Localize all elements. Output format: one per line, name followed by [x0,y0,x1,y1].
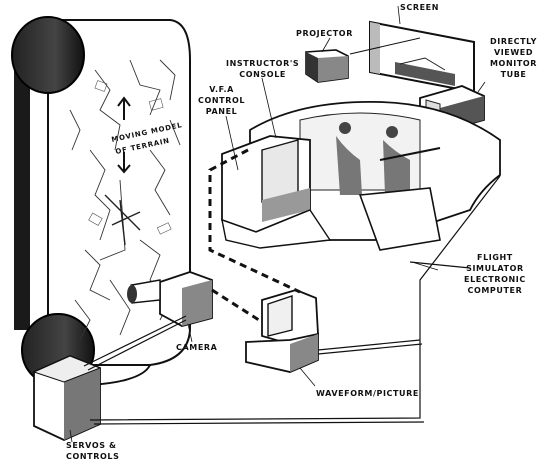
monitor-line-2: VIEWED [490,47,537,58]
camera-label: CAMERA [176,342,217,353]
flight-computer-line-2: SIMULATOR [464,263,526,274]
servos-line-1: SERVOS & [66,440,119,451]
vfa-panel-line-2: CONTROL [198,95,245,106]
monitor-line-3: MONITOR [490,58,537,69]
instructor-console-label: INSTRUCTOR'S CONSOLE [226,58,299,80]
servos-label: SERVOS & CONTROLS [66,440,119,462]
flight-computer-label: FLIGHT SIMULATOR ELECTRONIC COMPUTER [464,252,526,296]
vfa-panel-line-3: PANEL [198,106,245,117]
projector-label: PROJECTOR [296,28,353,39]
monitor-label: DIRECTLY VIEWED MONITOR TUBE [490,36,537,80]
vfa-panel-line-1: V.F.A [198,84,245,95]
instructor-console-line-1: INSTRUCTOR'S [226,58,299,69]
projection-screen [350,22,474,92]
flight-computer-line-3: ELECTRONIC [464,274,526,285]
terrain-belt [12,17,190,386]
flight-computer-line-4: COMPUTER [464,285,526,296]
monitor-line-4: TUBE [490,69,537,80]
waveform-monitor [246,290,318,372]
vfa-panel-label: V.F.A CONTROL PANEL [198,84,245,117]
cockpit-station [222,102,500,250]
flight-computer-line-1: FLIGHT [464,252,526,263]
waveform-label: WAVEFORM/PICTURE [316,388,419,399]
instructor-console-line-2: CONSOLE [226,69,299,80]
projector [306,50,348,82]
monitor-line-1: DIRECTLY [490,36,537,47]
screen-label: SCREEN [400,2,439,13]
top-drum [12,17,84,93]
servos-line-2: CONTROLS [66,451,119,462]
